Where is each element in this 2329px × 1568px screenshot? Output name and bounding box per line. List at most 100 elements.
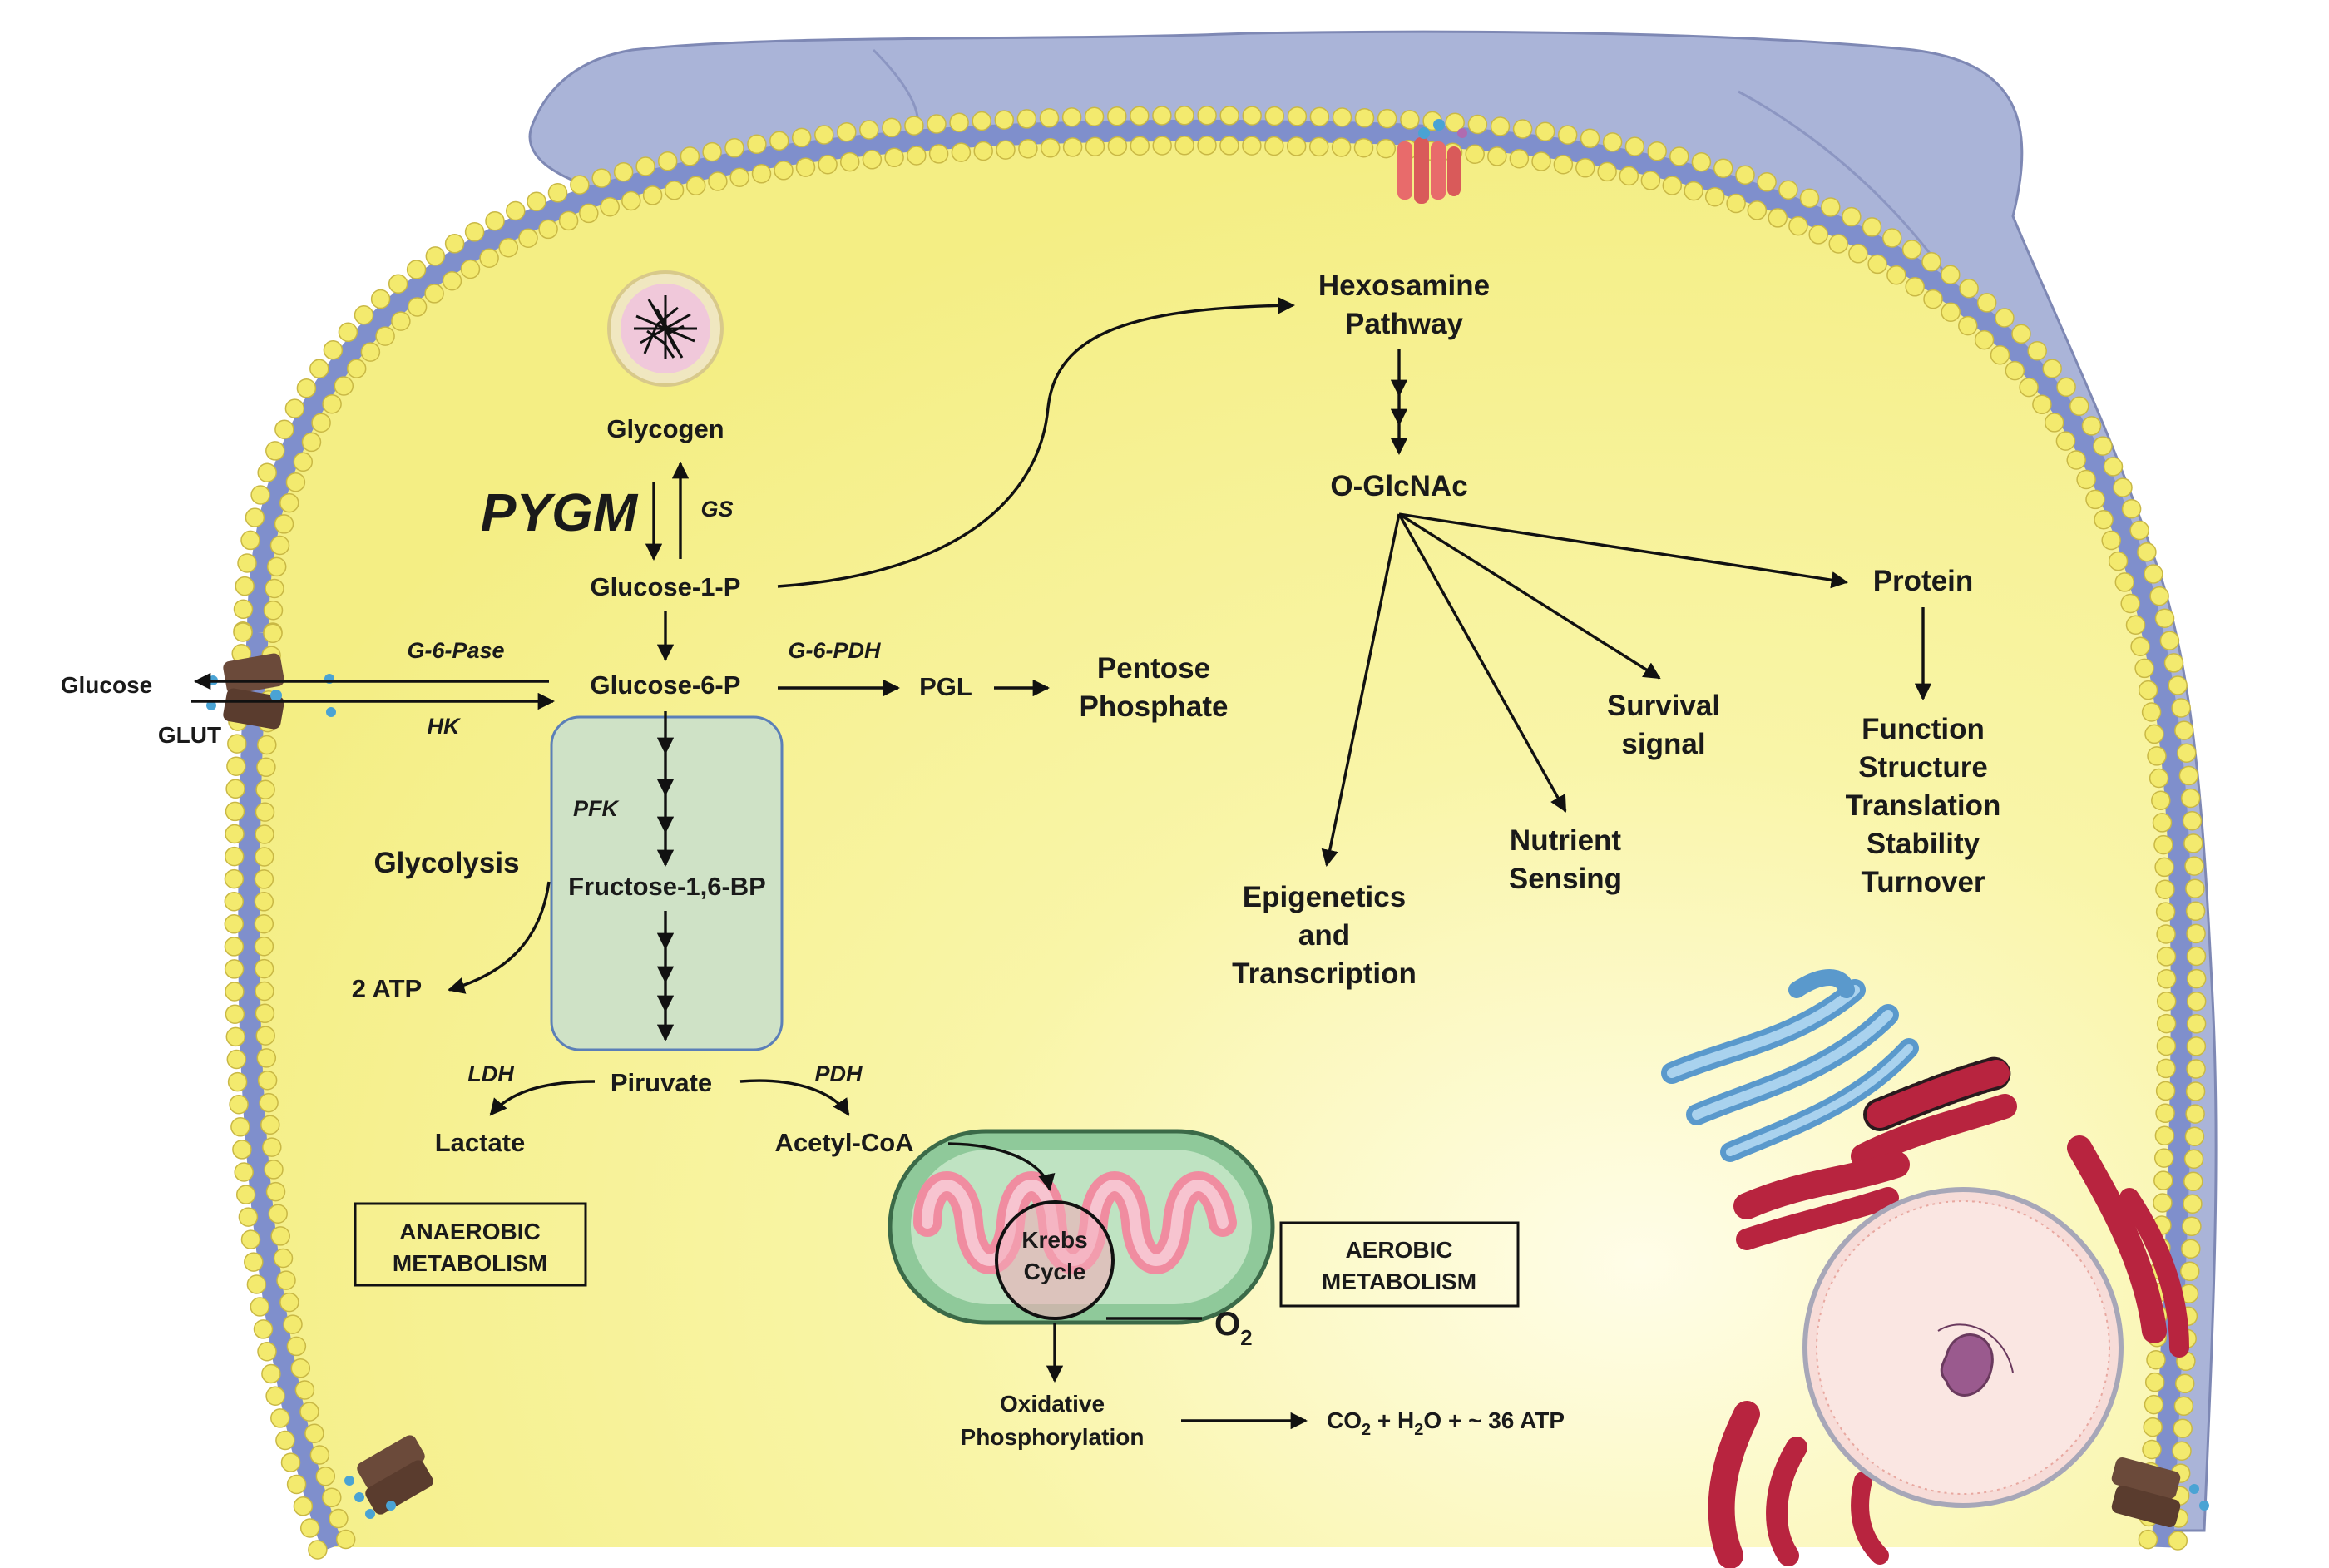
phospholipid-head: [254, 936, 274, 957]
phospholipid-head: [2121, 498, 2142, 519]
phospholipid-head: [635, 156, 655, 176]
phospholipid-head: [269, 535, 290, 556]
phospholipid-head: [308, 1540, 328, 1560]
phospholipid-head: [338, 322, 358, 343]
phospholipid-head: [795, 157, 816, 177]
phospholipid-head: [1923, 289, 1943, 309]
phospholipid-head: [1976, 293, 1997, 313]
phospholipid-head: [1308, 136, 1329, 157]
phospholipid-head: [2156, 1013, 2177, 1034]
nutrient-label-line1: Nutrient: [1510, 824, 1622, 857]
stability-label: Stability: [1867, 828, 1980, 860]
phospholipid-head: [2174, 720, 2194, 740]
phospholipid-head: [1309, 106, 1330, 127]
phospholipid-head: [1445, 112, 1465, 133]
phospholipid-head: [837, 122, 857, 142]
phospholipid-head: [2055, 431, 2076, 451]
anaerobic-box: [354, 1202, 587, 1287]
phospholipid-head: [2179, 1261, 2200, 1282]
phospholipid-head: [1531, 151, 1551, 171]
phospholipid-head: [1647, 141, 1667, 161]
phospholipid-head: [1886, 265, 1906, 285]
phospholipid-head: [225, 1026, 246, 1047]
pfk-label: PFK: [573, 796, 621, 821]
phospholipid-head: [1465, 144, 1485, 165]
structure-label: Structure: [1858, 751, 1988, 784]
phospholipid-head: [224, 937, 245, 957]
phospholipid-head: [1264, 106, 1285, 126]
turnover-label: Turnover: [1861, 866, 1985, 898]
phospholipid-head: [2183, 833, 2203, 853]
phospholipid-head: [2153, 1170, 2173, 1190]
phospholipid-head: [2143, 1417, 2163, 1437]
phospholipid-head: [279, 492, 299, 513]
phospholipid-head: [2141, 702, 2162, 722]
phospholipid-head: [1882, 228, 1902, 248]
phospholipid-head: [2180, 788, 2201, 809]
phospholipid-head: [1512, 119, 1533, 139]
phospholipid-head: [2184, 856, 2204, 876]
phospholipid-head: [224, 914, 245, 934]
survival-label-line2: signal: [1621, 728, 1705, 760]
phospholipid-head: [1662, 176, 1683, 195]
phospholipid-head: [1575, 158, 1595, 178]
phospholipid-head: [230, 1117, 250, 1137]
phospholipid-head: [1905, 277, 1925, 297]
phospholipid-head: [1941, 302, 1961, 322]
glycogen-label: Glycogen: [606, 414, 724, 443]
survival-label-line1: Survival: [1607, 690, 1720, 722]
phospholipid-head: [323, 340, 344, 360]
phospholipid-head: [1377, 108, 1397, 129]
phospholipid-head: [1353, 137, 1374, 158]
phospholipid-head: [2155, 1103, 2175, 1124]
phospholipid-head: [2147, 746, 2167, 766]
phospholipid-head: [579, 203, 599, 224]
phospholipid-head: [283, 1314, 303, 1334]
fructose-label: Fructose-1,6-BP: [568, 872, 766, 901]
phospholipid-head: [226, 1049, 247, 1070]
oxphos-label-line2: Phosphorylation: [961, 1424, 1145, 1450]
phospholipid-head: [2146, 1349, 2166, 1370]
phospholipid-head: [274, 419, 294, 439]
phospholipid-head: [664, 181, 685, 200]
phospholipid-head: [270, 1408, 290, 1428]
phospholipid-head: [2153, 1193, 2173, 1213]
phospholipid-head: [570, 175, 590, 195]
phospholipid-head: [227, 734, 247, 754]
phospholipid-head: [360, 342, 381, 362]
phospholipid-head: [246, 1274, 267, 1294]
phospholipid-head: [2153, 834, 2173, 855]
phospholipid-head: [254, 892, 274, 912]
phospholipid-head: [2174, 1373, 2195, 1394]
oglcnac-epigenetics-arrow: [1321, 513, 1401, 867]
phospholipid-head: [613, 161, 634, 182]
phospholipid-head: [685, 176, 706, 195]
phospholipid-head: [884, 147, 904, 168]
phospholipid-head: [1842, 206, 1862, 227]
phospholipid-head: [2184, 1126, 2205, 1146]
phospholipid-head: [904, 116, 924, 136]
phospholipid-head: [2156, 991, 2177, 1012]
phospholipid-head: [814, 125, 834, 145]
phospholipid-head: [2156, 969, 2177, 989]
phospholipid-head: [296, 378, 317, 398]
g1p-hexosamine-arrow: [777, 297, 1296, 588]
phospholipid-head: [1788, 215, 1808, 236]
phospholipid-head: [927, 114, 947, 134]
nutrient-label-line2: Sensing: [1509, 863, 1622, 895]
acetylcoa-krebs-arrow: [947, 1142, 1056, 1191]
epigenetics-label-line3: Transcription: [1232, 957, 1417, 990]
phospholipid-head: [729, 167, 749, 187]
glycolysis-label: Glycolysis: [373, 847, 519, 879]
phospholipid-head: [2155, 902, 2176, 922]
phospholipid-head: [1640, 171, 1661, 190]
phospholipid-head: [657, 151, 678, 171]
labels: Glycogen PYGM GS Glucose-1-P Glucose-6-P…: [61, 270, 2001, 1450]
phospholipid-head: [2183, 1194, 2203, 1214]
phospholipid-head: [370, 289, 391, 309]
phospholipid-head: [256, 1048, 277, 1068]
phospholipid-head: [2027, 340, 2047, 361]
krebs-label-line2: Cycle: [1024, 1259, 1086, 1284]
phospholipid-head: [498, 237, 519, 258]
